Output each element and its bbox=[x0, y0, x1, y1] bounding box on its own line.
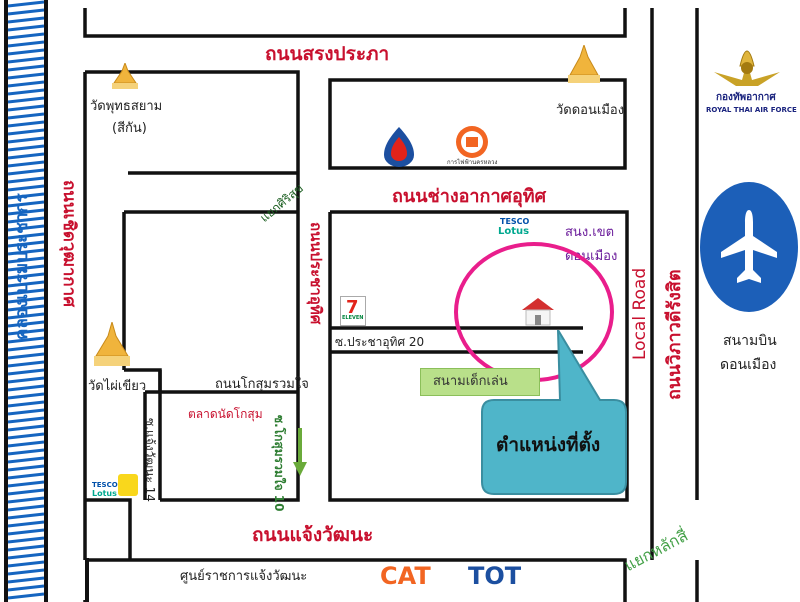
road-label-vibhavadi: ถนนวิภาวดีรังสิต bbox=[664, 269, 685, 400]
tesco-logo-text: TESCO bbox=[92, 481, 118, 489]
lotus-logo-text: Lotus bbox=[498, 226, 530, 237]
rtaf-emblem-icon bbox=[714, 50, 780, 86]
mea-logo-text: การไฟฟ้านครหลวง bbox=[447, 159, 498, 166]
place-kosum-market: ตลาดนัดโกสุม bbox=[188, 407, 263, 421]
supermarket-icon bbox=[118, 474, 138, 496]
canal bbox=[4, 0, 48, 602]
seven-eleven-logo: 7 ELEVEN bbox=[340, 296, 366, 326]
place-playground: สนามเด็กเล่น bbox=[433, 374, 508, 389]
location-label: ตำแหน่งที่ตั้ง bbox=[496, 434, 601, 456]
place-wat-don-mueang: วัดดอนเมือง bbox=[556, 103, 625, 118]
playground-box: สนามเด็กเล่น bbox=[420, 368, 540, 396]
place-airport-sub: ดอนเมือง bbox=[720, 357, 777, 373]
place-wat-phut-sub: (สีกัน) bbox=[112, 121, 147, 136]
place-district-office: สนง.เขต bbox=[565, 225, 615, 240]
road-label-soi-kosum10: ซ.โกสุมรวมใจ 10 bbox=[272, 415, 286, 512]
lotus-logo-text: Lotus bbox=[92, 489, 117, 498]
road-label-soi-chaeng14: ซ.แจ้งวัฒนะ 14 bbox=[143, 418, 157, 502]
house-icon bbox=[522, 298, 554, 326]
cat-logo: CAT bbox=[380, 562, 431, 590]
temple-icon bbox=[112, 63, 138, 89]
location-callout bbox=[481, 330, 627, 495]
road-label-local: Local Road bbox=[630, 267, 650, 360]
temple-icon bbox=[568, 45, 600, 83]
place-wat-phut: วัดพุทธสยาม bbox=[90, 99, 163, 114]
place-govt-center: ศูนย์ราชการแจ้งวัฒนะ bbox=[180, 569, 308, 584]
place-airport: สนามบิน bbox=[723, 333, 777, 349]
temple-icon bbox=[94, 322, 130, 366]
tesco-logo-text: TESCO bbox=[500, 217, 530, 226]
road-label-left-outer: ถนนเชิดวุฒากาศ bbox=[59, 180, 79, 308]
place-district-office-sub: ดอนเมือง bbox=[565, 249, 618, 264]
road-label-soi-prachauthit: ซ.ประชาอุทิศ 20 bbox=[335, 335, 425, 349]
arrow-down-icon bbox=[293, 428, 307, 476]
tot-logo: TOT bbox=[468, 562, 522, 590]
seven-eleven-number: 7 bbox=[346, 297, 359, 318]
ptt-logo-icon bbox=[384, 127, 414, 167]
road-label-kosum: ถนนโกสุมรวมใจ bbox=[215, 377, 309, 392]
rtaf-label-th: กองทัพอากาศ bbox=[716, 92, 776, 103]
road-segment bbox=[85, 558, 89, 602]
mea-logo-icon bbox=[456, 126, 488, 158]
road-label-bottom: ถนนแจ้งวัฒนะ bbox=[252, 524, 374, 546]
seven-eleven-text: ELEVEN bbox=[342, 315, 364, 321]
airplane-icon bbox=[721, 210, 777, 283]
airport-icon bbox=[700, 182, 798, 312]
road-label-top: ถนนสรงประภา bbox=[265, 43, 390, 65]
place-wat-phai: วัดไผ่เขียว bbox=[88, 379, 147, 394]
road-label-left-vertical: ถนนประชาอุทิศ bbox=[307, 222, 325, 325]
rtaf-label-en: ROYAL THAI AIR FORCE bbox=[706, 106, 797, 114]
road-label-middle: ถนนช่างอากาศอุทิศ bbox=[392, 186, 547, 207]
